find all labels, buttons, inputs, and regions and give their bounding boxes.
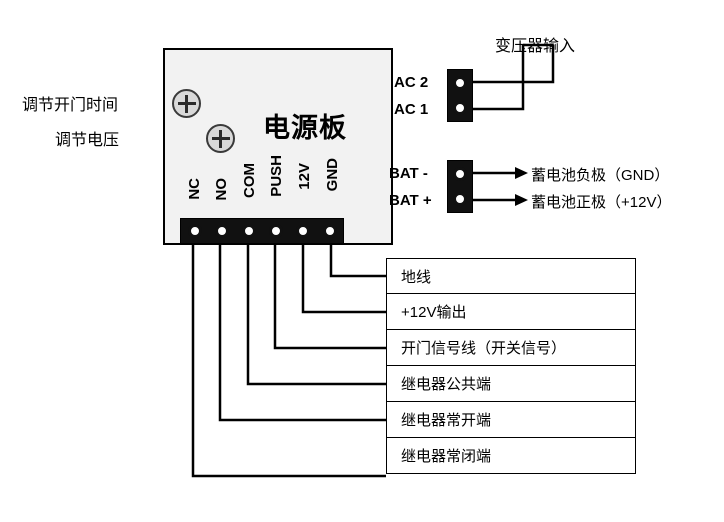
label-adjust-voltage: 调节电压 xyxy=(55,132,120,149)
bottom-terminal-strip[interactable] xyxy=(180,218,344,244)
terminal-hole-ac1[interactable] xyxy=(453,101,467,116)
label-bat-positive: BAT + xyxy=(389,192,432,209)
label-ac1: AC 1 xyxy=(394,101,429,118)
legend-row-relay-common: 继电器公共端 xyxy=(386,366,636,402)
power-board xyxy=(163,48,393,245)
terminal-hole-com[interactable] xyxy=(241,224,256,238)
legend-row-ground: 地线 xyxy=(386,258,636,294)
label-battery-positive: 蓄电池正极（+12V） xyxy=(531,194,672,211)
label-transformer-input: 变压器输入 xyxy=(495,38,576,55)
pin-label-com: COM xyxy=(241,163,258,198)
label-bat-negative: BAT - xyxy=(389,165,428,182)
legend-table: 地线 +12V输出 开门信号线（开关信号） 继电器公共端 继电器常开端 继电器常… xyxy=(386,258,636,474)
legend-row-door-open-signal: 开门信号线（开关信号） xyxy=(386,330,636,366)
board-title: 电源板 xyxy=(263,113,347,143)
pin-label-push: PUSH xyxy=(268,155,285,197)
pin-label-gnd: GND xyxy=(324,158,341,192)
label-adjust-open-time: 调节开门时间 xyxy=(22,97,119,114)
terminal-hole-12v[interactable] xyxy=(295,224,310,238)
legend-row-12v-output: +12V输出 xyxy=(386,294,636,330)
terminal-hole-no[interactable] xyxy=(214,224,229,238)
terminal-hole-push[interactable] xyxy=(268,224,283,238)
terminal-hole-gnd[interactable] xyxy=(322,224,337,238)
label-ac2: AC 2 xyxy=(394,74,429,91)
pin-label-no: NO xyxy=(213,178,230,201)
terminal-hole-bat-pos[interactable] xyxy=(453,192,467,207)
screw-open-time[interactable] xyxy=(172,89,201,118)
pin-label-nc: NC xyxy=(186,178,203,200)
legend-row-relay-no: 继电器常开端 xyxy=(386,402,636,438)
screw-voltage[interactable] xyxy=(206,124,235,153)
pin-label-12v: 12V xyxy=(296,163,313,190)
legend-row-relay-nc: 继电器常闭端 xyxy=(386,438,636,474)
terminal-hole-ac2[interactable] xyxy=(453,75,467,90)
terminal-hole-nc[interactable] xyxy=(187,224,202,238)
bat-terminal-block[interactable] xyxy=(447,160,473,213)
label-battery-negative: 蓄电池负极（GND） xyxy=(531,167,670,184)
ac-terminal-block[interactable] xyxy=(447,69,473,122)
terminal-hole-bat-neg[interactable] xyxy=(453,166,467,181)
